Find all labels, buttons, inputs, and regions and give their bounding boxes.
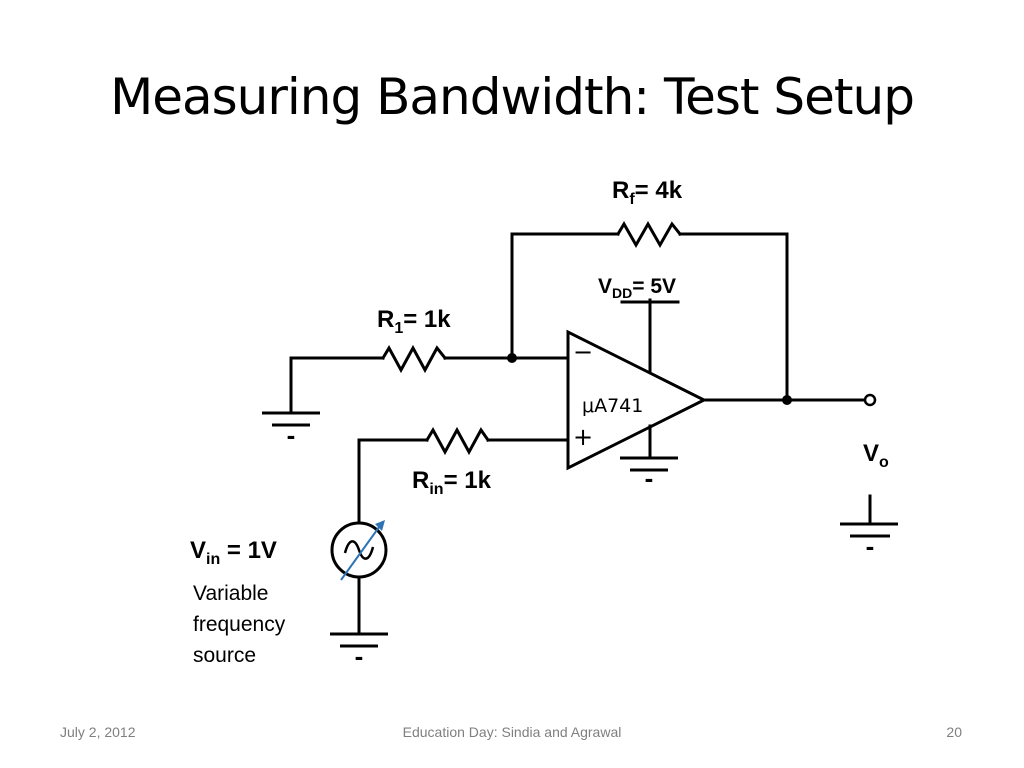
vdd-symbol: V	[598, 275, 612, 298]
ground-sign-source: -	[355, 641, 364, 671]
vo-subscript: o	[879, 454, 889, 471]
rin-wire-left	[357, 438, 429, 525]
vin-value: = 1V	[220, 537, 277, 564]
ground-sign-r1: -	[287, 420, 296, 450]
rf-subscript: f	[629, 191, 635, 208]
opamp-ground-symbol	[620, 456, 678, 472]
opamp-name: μA741	[582, 395, 643, 417]
r1-symbol: R	[377, 306, 394, 333]
ground-sign-opamp: -	[645, 463, 654, 493]
rf-value: = 4k	[635, 177, 683, 204]
output-terminal	[863, 393, 877, 407]
feedback-wire-right	[678, 232, 789, 402]
rin-resistor	[424, 426, 491, 456]
junction-dot-output	[782, 395, 792, 405]
r1-ground-wire	[289, 356, 385, 415]
rf-label: Rf= 4k	[612, 177, 683, 208]
source-description-line: source	[193, 644, 257, 667]
r1-value: = 1k	[403, 306, 451, 333]
source-description: Variable frequency source	[193, 578, 353, 671]
opamp-body	[566, 329, 708, 471]
vin-subscript: in	[206, 551, 220, 568]
source-description-line: Variable	[193, 582, 269, 605]
source-description-line: frequency	[193, 613, 286, 636]
footer-center-text: Education Day: Sindia and Agrawal	[402, 724, 622, 740]
feedback-wire	[510, 232, 620, 360]
r1-resistor	[380, 344, 448, 374]
opamp-minus-sign: −	[573, 338, 593, 366]
r1-subscript: 1	[394, 320, 403, 337]
vo-ground-symbol	[840, 522, 898, 538]
ground-sign-vo: -	[866, 531, 875, 561]
footer-date: July 2, 2012	[60, 724, 136, 740]
circuit-diagram: − + μA741 - - - - Rf= 4k VDD= 5V R1= 1k …	[190, 177, 898, 671]
vdd-value: = 5V	[632, 275, 676, 298]
opamp-plus-sign: +	[573, 423, 593, 451]
vdd-subscript: DD	[612, 285, 632, 301]
rf-resistor	[615, 220, 683, 249]
footer-page-number: 20	[946, 724, 962, 740]
slide-title: Measuring Bandwidth: Test Setup	[110, 68, 915, 126]
vo-label: Vo	[863, 440, 889, 471]
r1-ground-symbol	[262, 411, 320, 427]
vo-symbol: V	[863, 440, 879, 467]
rin-subscript: in	[429, 481, 443, 498]
source-ground-symbol	[330, 632, 388, 648]
rf-symbol: R	[612, 177, 629, 204]
rin-symbol: R	[412, 467, 429, 494]
vin-label: Vin = 1V	[190, 537, 277, 568]
rin-label: Rin= 1k	[412, 467, 492, 498]
rin-value: = 1k	[444, 467, 492, 494]
ac-source-icon	[330, 520, 388, 581]
r1-label: R1= 1k	[377, 306, 451, 337]
junction-dot-inverting	[507, 353, 517, 363]
vdd-label: VDD= 5V	[598, 275, 676, 301]
vin-symbol: V	[190, 537, 206, 564]
